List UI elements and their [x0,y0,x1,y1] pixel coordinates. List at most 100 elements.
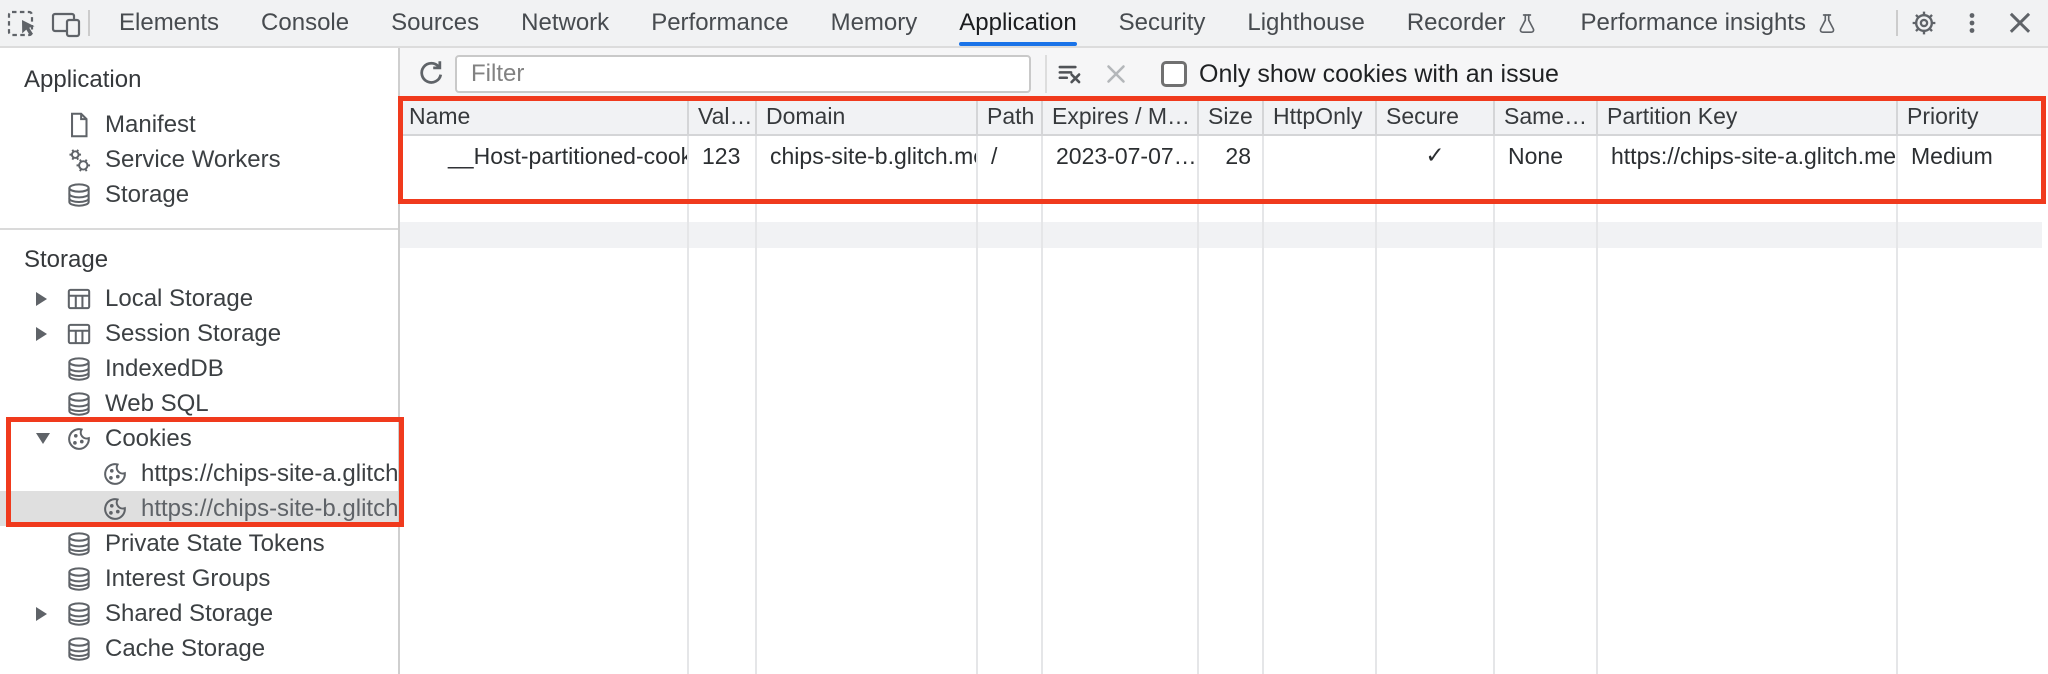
sidebar-item-local-storage[interactable]: Local Storage [0,281,398,316]
column-header-domain[interactable]: Domain [757,100,978,134]
settings-button[interactable] [1902,1,1946,45]
service-workers-icon [64,145,94,175]
cookie-icon [100,459,130,489]
column-header-name[interactable]: Name [400,100,689,134]
only-issue-label[interactable]: Only show cookies with an issue [1199,59,1559,88]
expander-expanded-icon[interactable] [36,433,64,444]
kebab-menu-icon [1958,9,1986,37]
expander-collapsed-icon[interactable] [36,291,64,306]
tab-application[interactable]: Application [938,0,1097,46]
cookie-table: Name Value Domain Path Expires / M… Size… [400,100,2048,674]
inspect-element-button[interactable] [0,1,44,45]
refresh-button[interactable] [412,56,448,92]
refresh-icon [414,58,446,90]
database-icon [64,564,94,594]
tabbar-right-controls: × [1896,1,2048,45]
table-icon [64,284,94,314]
tab-network[interactable]: Network [521,9,610,36]
tab-security[interactable]: Security [1118,9,1206,36]
tabbar-divider [1896,10,1898,36]
cookie-icon [100,494,130,524]
flask-icon [1815,12,1839,36]
cell-domain[interactable]: chips-site-b.glitch.me [757,136,978,176]
sidebar-item-manifest[interactable]: Manifest [0,107,398,142]
toolbar-divider [1045,55,1047,93]
sidebar-item-interest-groups[interactable]: Interest Groups [0,561,398,596]
table-icon [64,319,94,349]
column-header-httponly[interactable]: HttpOnly [1264,100,1377,134]
column-header-path[interactable]: Path [978,100,1043,134]
sidebar-item-cookie-origin-b-selected[interactable]: https://chips-site-b.glitch.me [0,491,438,526]
column-header-size[interactable]: Size [1199,100,1264,134]
expander-collapsed-icon[interactable] [36,326,64,341]
column-header-value[interactable]: Value [689,100,757,134]
sidebar-item-service-workers[interactable]: Service Workers [0,142,398,177]
tab-memory[interactable]: Memory [830,9,918,36]
tab-performance[interactable]: Performance [651,9,789,36]
tab-console[interactable]: Console [261,9,350,36]
sidebar-item-indexeddb[interactable]: IndexedDB [0,351,398,386]
sidebar-item-cookies[interactable]: Cookies [0,421,398,456]
sidebar-item-web-sql[interactable]: Web SQL [0,386,398,421]
table-column-grid [400,100,2042,674]
sidebar-section-storage: Storage [24,246,109,273]
database-icon [64,599,94,629]
cell-secure-checkmark[interactable]: ✓ [1377,136,1495,176]
cookies-toolbar: Only show cookies with an issue [400,48,2048,100]
tab-sources[interactable]: Sources [391,9,480,36]
column-header-partition-key[interactable]: Partition Key [1598,100,1898,134]
cell-samesite[interactable]: None [1495,136,1598,176]
inspect-icon [5,6,39,40]
sidebar-item-cookie-origin-a[interactable]: https://chips-site-a.glitch.me [0,456,438,491]
cell-value[interactable]: 123 [689,136,757,176]
column-header-secure[interactable]: Secure [1377,100,1495,134]
cell-expires[interactable]: 2023-07-07… [1043,136,1199,176]
clear-filter-button[interactable] [1047,51,1093,97]
tab-performance-insights[interactable]: Performance insights [1560,0,1860,46]
tab-elements[interactable]: Elements [119,9,220,36]
expander-collapsed-icon[interactable] [36,606,64,621]
cell-size[interactable]: 28 [1199,136,1264,176]
cell-priority[interactable]: Medium [1898,136,2042,176]
close-devtools-button[interactable]: × [1998,1,2042,45]
panel-tabs: Elements Console Sources Network Perform… [98,0,1860,46]
device-toolbar-icon [49,6,83,40]
gear-icon [1909,8,1939,38]
filter-input[interactable] [455,55,1031,93]
tab-recorder[interactable]: Recorder [1386,0,1560,46]
sidebar-item-cache-storage[interactable]: Cache Storage [0,631,398,666]
cell-path[interactable]: / [978,136,1043,176]
table-header-row: Name Value Domain Path Expires / M… Size… [400,100,2042,136]
tab-lighthouse[interactable]: Lighthouse [1247,9,1365,36]
more-options-button[interactable] [1950,1,1994,45]
delete-cookie-button[interactable] [1093,51,1139,97]
column-header-samesite[interactable]: SameSite [1495,100,1598,134]
database-icon [64,389,94,419]
sidebar-item-shared-storage[interactable]: Shared Storage [0,596,398,631]
only-issue-checkbox[interactable] [1161,61,1187,87]
tabbar-divider [88,10,90,36]
application-sidebar: Application Manifest Service Workers Sto… [0,48,438,674]
cell-httponly[interactable] [1264,136,1377,176]
database-icon [64,354,94,384]
storage-tree: Local Storage Session Storage IndexedDB … [0,277,438,666]
close-icon: × [2004,2,2036,43]
cookie-icon [64,424,94,454]
column-header-expires[interactable]: Expires / M… [1043,100,1199,134]
device-toolbar-button[interactable] [44,1,88,45]
sidebar-section-divider [0,228,398,230]
sidebar-item-storage[interactable]: Storage [0,177,398,212]
cookies-panel: Only show cookies with an issue Name Val… [400,48,2048,674]
cell-name[interactable]: __Host-partitioned-cookie [400,136,689,176]
application-tree: Manifest Service Workers Storage [0,97,398,212]
cell-partition-key[interactable]: https://chips-site-a.glitch.me [1598,136,1898,176]
sidebar-item-private-state-tokens[interactable]: Private State Tokens [0,526,398,561]
flask-icon [1515,12,1539,36]
clear-filter-icon [1055,59,1085,89]
column-header-priority[interactable]: Priority [1907,103,1979,129]
sidebar-item-session-storage[interactable]: Session Storage [0,316,398,351]
sidebar-section-application: Application [24,66,142,93]
table-row[interactable]: __Host-partitioned-cookie 123 chips-site… [400,136,2042,176]
devtools-tabbar: Elements Console Sources Network Perform… [0,0,2048,48]
database-icon [64,180,94,210]
